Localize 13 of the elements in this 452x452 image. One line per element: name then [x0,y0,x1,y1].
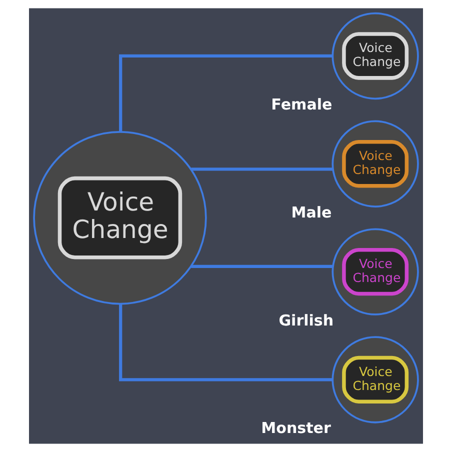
connector [191,264,333,268]
node-circle: Voice Change [33,130,207,305]
node-label: Monster [261,419,331,438]
node-label: Male [291,203,332,222]
node-circle: Voice Change [332,228,419,316]
connector [119,54,332,132]
connector [191,168,333,171]
node-circle: Voice Change [332,120,419,208]
node-circle: Voice Change [332,12,419,100]
node-label: Girlish [278,311,334,330]
connector [119,304,332,382]
node-circle: Voice Change [332,336,419,424]
node-label: Female [271,95,332,114]
